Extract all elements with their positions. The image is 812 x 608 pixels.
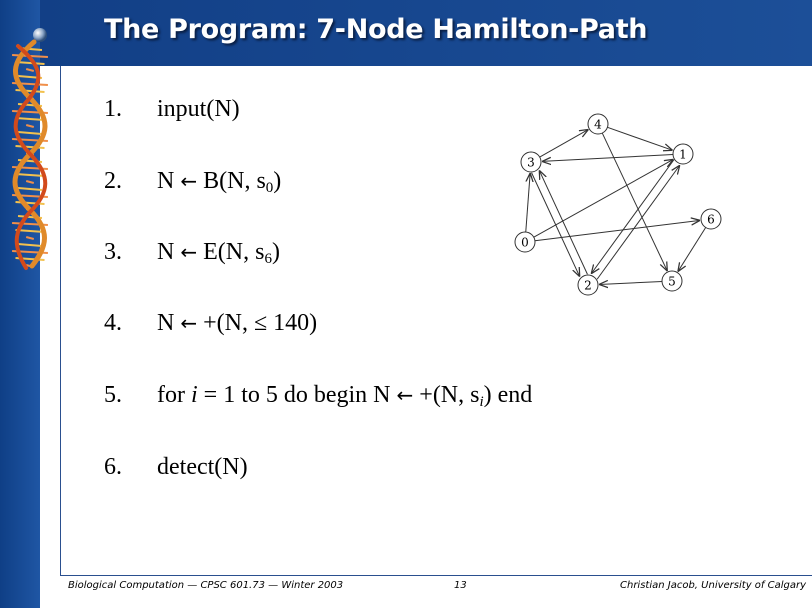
graph-node-label: 2 [584, 279, 592, 293]
step-number: 1. [104, 96, 122, 122]
graph-node-2: 2 [577, 274, 599, 296]
dna-helix-icon [12, 28, 48, 270]
step-number: 6. [104, 454, 122, 480]
graph-edge-2-3 [539, 170, 588, 275]
graph-edge-2-1 [596, 165, 680, 280]
graph-edge-6-5 [678, 227, 707, 271]
graph-node-label: 5 [668, 275, 676, 289]
graph-node-label: 4 [594, 118, 602, 132]
step-number: 2. [104, 168, 122, 194]
graph-edge-4-1 [607, 126, 672, 150]
graph-node-0: 0 [514, 231, 536, 253]
graph-node-3: 3 [520, 151, 542, 173]
step-number: 5. [104, 382, 122, 408]
step-number: 3. [104, 239, 122, 265]
graph-node-6: 6 [700, 208, 722, 230]
step-text: N ← +(N, ≤ 140) [157, 310, 318, 336]
graph-edge-1-3 [542, 154, 674, 162]
graph-node-label: 1 [679, 148, 687, 162]
graph-edge-0-1 [533, 159, 674, 238]
step-text: N ← B(N, s0) [157, 168, 282, 196]
step-text: detect(N) [157, 454, 248, 480]
footer-course: Biological Computation — CPSC 601.73 — W… [68, 580, 344, 591]
graph-edge-1-2 [591, 159, 675, 274]
footer-author: Christian Jacob, University of Calgary [620, 580, 806, 591]
graph-node-4: 4 [587, 113, 609, 135]
slide-title: The Program: 7-Node Hamilton-Path [104, 14, 648, 45]
step-number: 4. [104, 310, 122, 336]
graph-node-label: 6 [707, 213, 715, 227]
graph-edge-4-5 [601, 132, 667, 271]
graph-edge-3-2 [531, 172, 580, 277]
graph-node-1: 1 [672, 143, 694, 165]
graph-node-label: 3 [527, 156, 535, 170]
graph-edge-5-2 [599, 281, 663, 284]
graph-edge-3-4 [539, 129, 589, 158]
footer-page-number: 13 [454, 580, 467, 591]
step-text: input(N) [157, 96, 240, 122]
step-text: N ← E(N, s6) [157, 239, 280, 267]
hamilton-graph: 0 1 2 3 4 5 6 [514, 113, 722, 296]
graph-node-5: 5 [661, 270, 683, 292]
graph-node-label: 0 [521, 236, 529, 250]
step-text: for i = 1 to 5 do begin N ← +(N, si) end [157, 382, 533, 410]
graph-edge-0-6 [534, 220, 700, 242]
content-frame [60, 66, 812, 576]
title-bar [40, 0, 812, 66]
graph-edge-0-3 [525, 173, 530, 233]
